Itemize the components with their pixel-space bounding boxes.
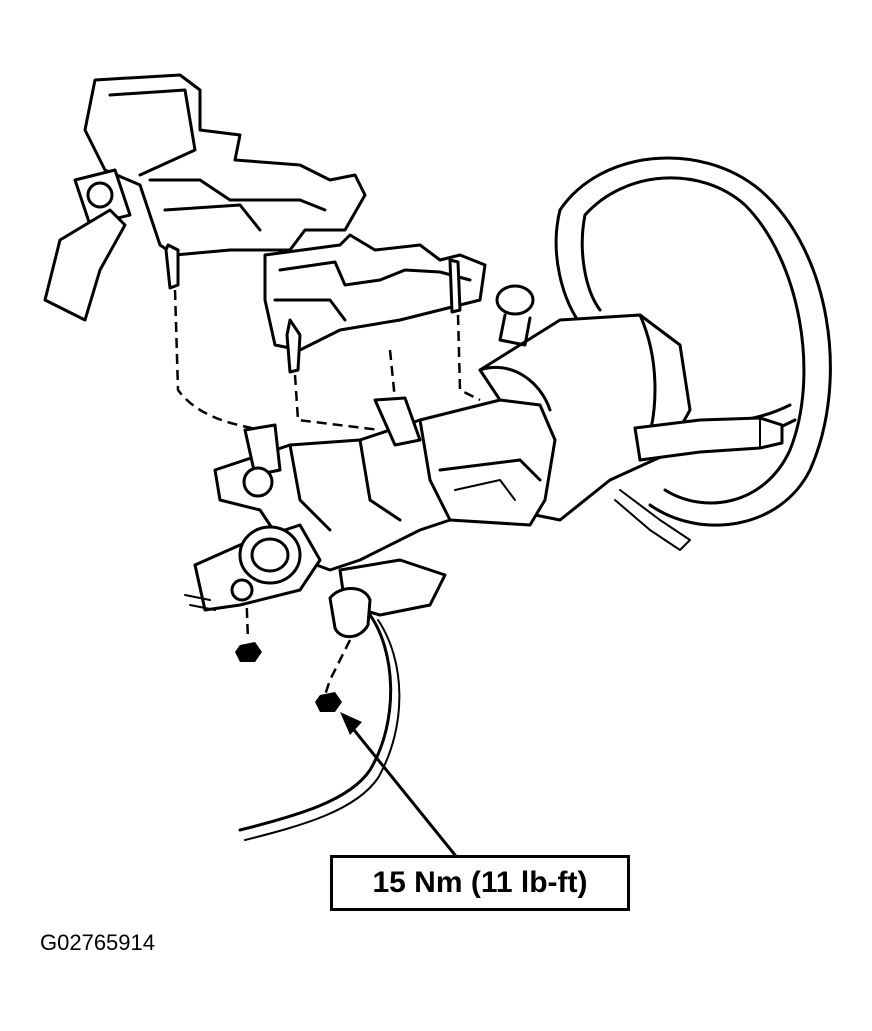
upper-bracket-center [164,233,487,374]
callout-leader [340,712,457,857]
figure-id: G02765914 [40,930,155,955]
torque-spec-text: 15 Nm (11 lb-ft) [372,866,588,899]
upper-bracket-left [43,73,367,322]
cable [238,613,401,841]
nut-lower [315,692,342,712]
nut-upper [235,642,262,662]
fasteners [235,642,342,712]
arrowhead [340,712,362,735]
torque-callout: 15 Nm (11 lb-ft) [330,855,630,911]
multifunction-lever-right [614,416,784,551]
lower-bracket [328,558,447,639]
lock-cylinder [184,523,322,612]
